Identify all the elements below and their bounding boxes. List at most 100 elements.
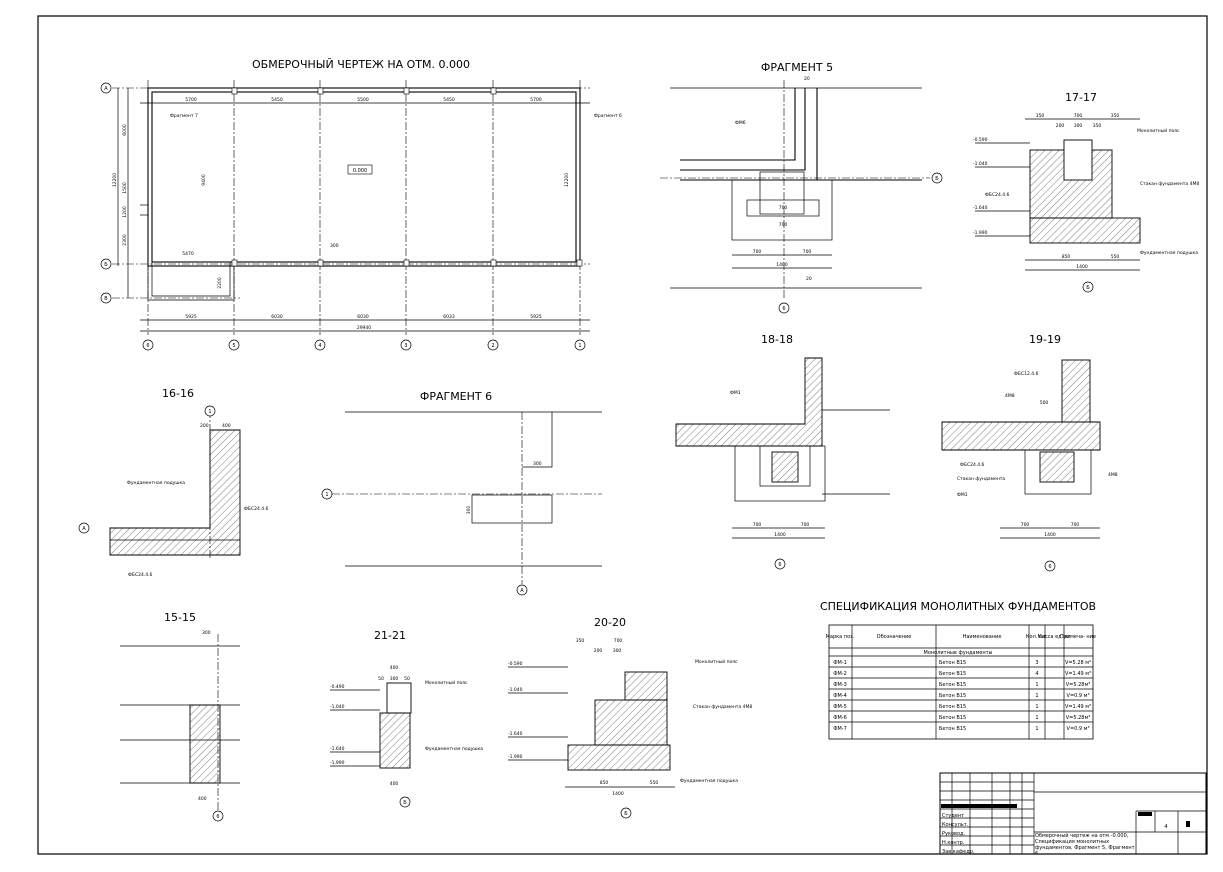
fragment-5: ФРАГМЕНТ 5 ФМ6 20 700 700 1400 700 700 2… [660, 61, 943, 314]
spec-h-mark: Марка поз. [826, 634, 855, 640]
spec-cell: Бетон В15 [939, 693, 966, 699]
spec-cell: V=5.28м³ [1066, 682, 1091, 688]
spec-cell: 1 [1035, 726, 1038, 732]
s2020-dim-2: 700 [614, 638, 623, 644]
main-plan: ОБМЕРОЧНЫЙ ЧЕРТЕЖ НА ОТМ. 0.000 0.000 [100, 58, 622, 351]
s2121-level-1: -0.490 [330, 684, 345, 690]
s1717-label-belt: Монолитный пояс [1137, 127, 1180, 134]
sheet-frame [37, 15, 1208, 855]
spec-cell: ФМ-1 [833, 660, 847, 666]
s1717-label-cushion: Фундаментная подушка [1140, 250, 1198, 256]
dim-left-total: 12200 [112, 173, 118, 187]
s2020-dim-1: 350 [576, 638, 585, 644]
s2121-dim-a: 50 [378, 676, 384, 682]
spec-cell: Бетон В15 [939, 671, 966, 677]
s1717-label-socket: Стакан фундамента 4М8 [1140, 181, 1199, 187]
s1616-label-fbs-1: ФБС24.4.6 [244, 506, 269, 512]
s2020-total: 1400 [612, 791, 624, 797]
s1919-label-socket: Стакан фундамента [957, 476, 1005, 482]
axis-5: 5 [232, 343, 235, 349]
section-17-17: 17-17 -0.590 -1.040 -1.640 -1.990 350 70… [973, 91, 1199, 293]
dim-bottom-4: 6033 [443, 314, 455, 320]
s1616-axis-top: 1 [208, 409, 211, 415]
s2121-dim-bottom: 400 [390, 781, 399, 787]
dim-right-total: 12200 [564, 173, 570, 187]
stamp-role-1: Студент [942, 813, 964, 819]
stamp-role-5: Зав.кафедр. [942, 849, 975, 855]
s2020-dim-3: 200 [594, 648, 603, 654]
s2020-level-4: -1.990 [508, 754, 523, 760]
section-21-21-title: 21-21 [374, 629, 406, 642]
dim-left-3: 1200 [122, 206, 128, 218]
spec-cell: 4 [1035, 671, 1038, 677]
axis-4: 4 [318, 343, 321, 349]
dim-left-1: 6000 [122, 124, 128, 136]
spec-cell: 1 [1035, 704, 1038, 710]
s1818-dim-2: 700 [801, 522, 810, 528]
axis-1: 1 [578, 343, 581, 349]
s1717-bot-2: 550 [1111, 254, 1120, 260]
s1616-dim-2: 400 [222, 423, 231, 429]
dim-top-4: 5450 [443, 97, 455, 103]
s1616-axis-left: А [82, 526, 86, 532]
spec-h-name: Наименование [963, 634, 1002, 640]
s2020-dim-4: 300 [613, 648, 622, 654]
s1919-total: 1400 [1044, 532, 1056, 538]
s1818-axis: 6 [778, 562, 781, 568]
dim-left-2: 1500 [122, 182, 128, 194]
frag5-dim-3: 700 [779, 222, 788, 228]
dim-inner-4: 9400 [201, 174, 207, 186]
s2121-dim-top: 400 [390, 665, 399, 671]
axis-V: В [104, 296, 108, 302]
main-plan-title: ОБМЕРОЧНЫЙ ЧЕРТЕЖ НА ОТМ. 0.000 [252, 58, 470, 71]
spec-cell: ФМ-7 [833, 726, 847, 732]
section-21-21: 21-21 -0.490 -1.040 -1.640 -1.990 400 50… [330, 629, 483, 808]
frag5-fm-label: ФМ6 [735, 120, 746, 126]
dim-inner-3: 300 [330, 243, 339, 249]
s2020-dim-6: 550 [650, 780, 659, 786]
frag5-dim-1: 700 [753, 249, 762, 255]
frag5-dim-top: 20 [804, 76, 810, 82]
s2121-dim-c: 50 [404, 676, 410, 682]
spec-cell: Бетон В15 [939, 682, 966, 688]
frag5-dim-bottom: 20 [806, 276, 812, 282]
s1919-label-fm1: ФМ1 [957, 492, 968, 498]
s1919-axis: 6 [1048, 564, 1051, 570]
fragment-6-title: ФРАГМЕНТ 6 [420, 390, 492, 403]
spec-cell: 1 [1035, 682, 1038, 688]
spec-cell: V=1.49 м³ [1065, 704, 1091, 710]
s2020-level-3: -1.640 [508, 731, 523, 737]
spec-cell: V=1.49 м³ [1065, 671, 1091, 677]
spec-h-designation: Обозначение [877, 634, 912, 640]
spec-cell: V=0.9 м³ [1067, 693, 1090, 699]
dim-bottom-total: 29940 [357, 325, 371, 331]
spec-cell: ФМ-3 [833, 682, 847, 688]
fragment-5-title: ФРАГМЕНТ 5 [761, 61, 833, 74]
s1717-bot-1: 850 [1062, 254, 1071, 260]
s1717-top-3: 350 [1111, 113, 1120, 119]
axis-2: 2 [491, 343, 494, 349]
spec-cell: ФМ-6 [833, 715, 847, 721]
s1717-level-4: -1.990 [973, 230, 988, 236]
frag5-axis-B: Б [935, 176, 939, 182]
section-20-20: 20-20 -0.590 -1.040 -1.640 -1.990 350 70… [508, 616, 752, 819]
axis-A: А [104, 86, 108, 92]
s1515-dim-2: 400 [198, 796, 207, 802]
s2121-level-4: -1.990 [330, 760, 345, 766]
section-19-19-title: 19-19 [1029, 333, 1061, 346]
s2020-label-cushion: Фундаментная подушка [680, 778, 738, 784]
s1616-dim-1: 200 [200, 423, 209, 429]
s1616-label-cushion: Фундаментная подушка [127, 480, 185, 486]
stamp-role-3: Руковод. [942, 831, 966, 837]
level-mark: 0.000 [353, 168, 367, 174]
s2121-axis: Б [403, 800, 407, 806]
frag5-axis-6: 6 [782, 306, 785, 312]
s1515-axis: 6 [216, 814, 219, 820]
frag5-dim-4: 700 [779, 205, 788, 211]
spec-cell: ФМ-5 [833, 704, 847, 710]
spec-cell: Бетон В15 [939, 704, 966, 710]
dim-bottom-5: 5925 [530, 314, 542, 320]
spec-cell: Бетон В15 [939, 715, 966, 721]
